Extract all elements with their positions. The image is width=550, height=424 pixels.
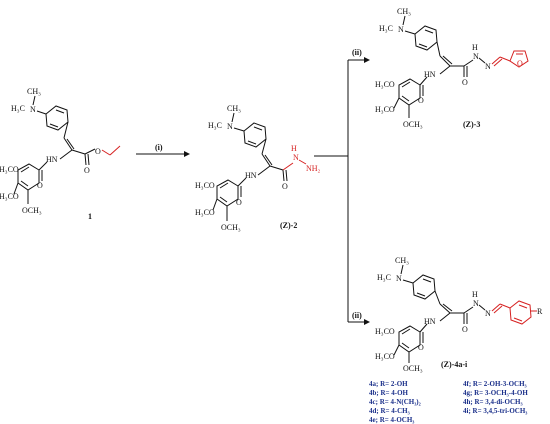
c1-h3c: H₃C xyxy=(11,104,25,113)
c4-amide-o: O xyxy=(418,343,424,352)
compound-1-structure: CH₃ H₃C N HN O O O H₃CO H₃CO xyxy=(0,87,121,215)
compound-2-structure: CH₃ H₃C N HN O H N NH₂ O H₃CO H₃CO O xyxy=(195,104,321,232)
c4-carbonyl-o: O xyxy=(462,325,468,334)
substituent-4g: 4g; R= 3-OCH₃-4-OH xyxy=(463,389,528,397)
compound-4-structure: CH₃ H₃C N HN O H N N R O xyxy=(375,256,543,373)
reagent-ii-top: (ii) xyxy=(352,48,362,57)
c1-nh: HN xyxy=(46,155,58,164)
c1-methyl-top: CH₃ xyxy=(27,87,41,96)
compound-4-label: (Z)-4a-i xyxy=(441,360,468,369)
c3-furan-o: O xyxy=(517,59,523,68)
c2-ome-2: H₃CO xyxy=(195,208,215,217)
c3-hydrazone-n1: N xyxy=(473,52,479,61)
reagent-ii-bottom: (ii) xyxy=(352,311,362,320)
substituent-4f: 4f; R= 2-OH-3-OCH₃ xyxy=(463,380,527,388)
c1-ester-o: O xyxy=(95,147,101,156)
c4-hydrazone-n2: N xyxy=(485,309,491,318)
c2-ome-3: OCH₃ xyxy=(221,223,241,232)
c1-ome-2: H₃CO xyxy=(0,192,19,201)
c2-methyl-top: CH₃ xyxy=(227,104,241,113)
c4-nh: HN xyxy=(424,317,436,326)
substituent-4e: 4e; R= 4-OCH₃ xyxy=(369,416,414,424)
compound-3-structure: CH₃ H₃C N HN O H N N O O xyxy=(375,7,529,129)
compound-2-label: (Z)-2 xyxy=(280,221,297,230)
c4-h3c: H₃C xyxy=(377,273,391,282)
substituent-4h: 4h; R= 3,4-di-OCH₃ xyxy=(463,398,523,406)
compound-3-label: (Z)-3 xyxy=(463,120,480,129)
c2-hydrazide-nh2: NH₂ xyxy=(306,164,321,173)
substituent-4d: 4d; R= 4-CH₃ xyxy=(369,407,410,415)
c3-nh: HN xyxy=(424,70,436,79)
c3-amine-n: N xyxy=(398,25,404,34)
c4-r-group: R xyxy=(537,307,543,316)
c4-ome-3: OCH₃ xyxy=(403,364,423,373)
c4-hydrazone-n1: N xyxy=(473,299,479,308)
c4-amine-n: N xyxy=(396,274,402,283)
c1-ome-1: H₃CO xyxy=(0,165,19,174)
c3-ome-1: H₃CO xyxy=(375,80,395,89)
substituent-4b: 4b; R= 4-OH xyxy=(369,389,409,397)
c2-amide-o: O xyxy=(236,198,242,207)
compound-1-label: 1 xyxy=(88,212,92,221)
c2-hydrazide-h: H xyxy=(291,144,297,153)
c3-hydrazone-n2: N xyxy=(485,62,491,71)
substituent-table: 4a; R= 2-OH 4b; R= 4-OH 4c; R= 4-N(CH₃)₂… xyxy=(369,380,528,424)
c2-h3c: H₃C xyxy=(208,121,222,130)
c3-nh-h: H xyxy=(472,43,478,52)
c4-methyl-top: CH₃ xyxy=(395,256,409,265)
c3-carbonyl-o: O xyxy=(462,78,468,87)
c1-ome-3: OCH₃ xyxy=(22,206,42,215)
c1-carbonyl-o: O xyxy=(84,166,90,175)
c3-ome-2: H₃CO xyxy=(375,105,395,114)
substituent-4c: 4c; R= 4-N(CH₃)₂ xyxy=(369,398,421,406)
reagent-i: (i) xyxy=(155,143,163,152)
substituent-4i: 4i; R= 3,4,5-tri-OCH₃ xyxy=(463,407,527,415)
c3-amide-o: O xyxy=(418,96,424,105)
c2-ome-1: H₃CO xyxy=(195,181,215,190)
c2-amine-n: N xyxy=(227,122,233,131)
c2-hydrazide-n: N xyxy=(293,153,299,162)
c4-nh-h: H xyxy=(472,290,478,299)
c3-ome-3: OCH₃ xyxy=(403,120,423,129)
c1-amine-n: N xyxy=(30,105,36,114)
c4-ome-1: H₃CO xyxy=(375,327,395,336)
c4-ome-2: H₃CO xyxy=(375,352,395,361)
c3-h3c: H₃C xyxy=(379,24,393,33)
c3-methyl-top: CH₃ xyxy=(397,7,411,16)
substituent-4a: 4a; R= 2-OH xyxy=(369,380,408,388)
c2-nh: HN xyxy=(245,171,257,180)
c2-carbonyl-o: O xyxy=(282,182,288,191)
c1-amide-o: O xyxy=(37,181,43,190)
